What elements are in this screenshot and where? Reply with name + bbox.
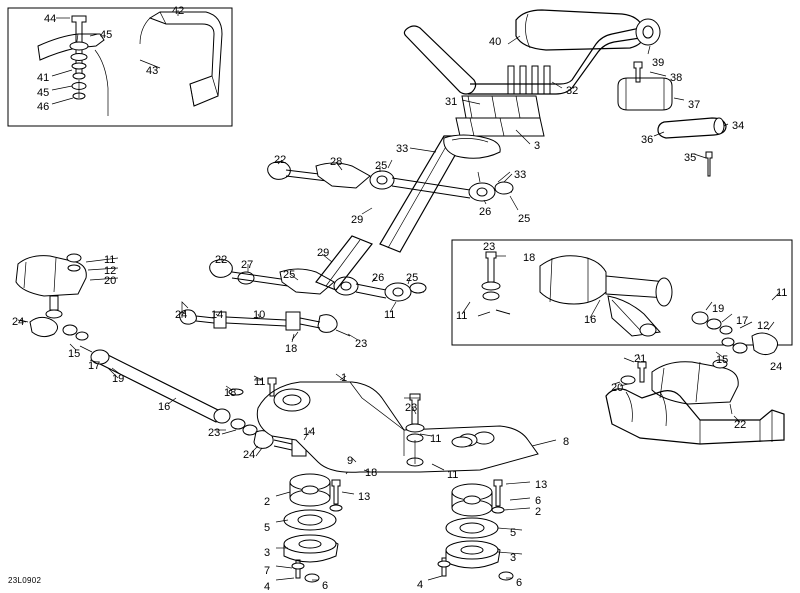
callout-2: 2 <box>264 496 271 508</box>
callout-9: 9 <box>347 455 354 467</box>
callout-19: 19 <box>112 373 125 385</box>
callout-37: 37 <box>688 99 701 111</box>
callout-28: 28 <box>330 156 343 168</box>
callout-6: 6 <box>322 580 329 592</box>
callout-15: 15 <box>716 354 729 366</box>
callout-1: 1 <box>341 372 348 384</box>
callout-39: 39 <box>652 57 665 69</box>
callout-6: 6 <box>516 577 523 589</box>
callout-2: 2 <box>535 506 542 518</box>
callout-25: 25 <box>518 213 531 225</box>
callout-12: 12 <box>104 265 117 277</box>
callout-40: 40 <box>489 36 502 48</box>
callout-18: 18 <box>365 467 378 479</box>
callout-42: 42 <box>172 5 185 17</box>
callout-36: 36 <box>641 134 654 146</box>
callout-16: 16 <box>584 314 597 326</box>
callout-25: 25 <box>375 160 388 172</box>
callout-14: 14 <box>211 309 224 321</box>
callout-31: 31 <box>445 96 458 108</box>
callout-11: 11 <box>430 433 442 445</box>
callout-45: 45 <box>37 87 50 99</box>
callout-5: 5 <box>264 522 271 534</box>
callout-26: 26 <box>479 206 492 218</box>
callout-23: 23 <box>405 402 418 414</box>
callout-33: 33 <box>396 143 409 155</box>
callout-24: 24 <box>12 316 25 328</box>
callout-11: 11 <box>447 469 459 481</box>
callout-4: 4 <box>264 581 271 593</box>
callout-44: 44 <box>44 13 57 25</box>
callout-7: 7 <box>264 565 271 577</box>
callout-35: 35 <box>684 152 697 164</box>
callout-24: 24 <box>770 361 783 373</box>
callout-3: 3 <box>534 140 541 152</box>
callout-10: 10 <box>253 309 266 321</box>
callout-23: 23 <box>208 427 221 439</box>
callout-14: 14 <box>303 426 316 438</box>
callout-27: 27 <box>241 259 254 271</box>
callout-18: 18 <box>285 343 298 355</box>
callout-3: 3 <box>510 552 517 564</box>
callout-46: 46 <box>37 101 50 113</box>
diagram-caption: 23L0902 <box>8 576 42 585</box>
callout-29: 29 <box>351 214 364 226</box>
callout-11: 11 <box>254 376 266 388</box>
callout-23: 23 <box>483 241 496 253</box>
callout-20: 20 <box>104 275 117 287</box>
callout-29: 29 <box>317 247 330 259</box>
callout-24: 24 <box>243 449 256 461</box>
callout-38: 38 <box>670 72 683 84</box>
callout-32: 32 <box>566 85 579 97</box>
callout-45: 45 <box>100 29 113 41</box>
callout-25: 25 <box>406 272 419 284</box>
callout-17: 17 <box>88 360 101 372</box>
callout-11: 11 <box>104 254 116 266</box>
callout-19: 19 <box>712 303 725 315</box>
callout-25: 25 <box>283 269 296 281</box>
callout-13: 13 <box>535 479 548 491</box>
callout-26: 26 <box>372 272 385 284</box>
callout-24: 24 <box>175 309 188 321</box>
callout-34: 34 <box>732 120 745 132</box>
callout-8: 8 <box>563 436 570 448</box>
callout-13: 13 <box>358 491 371 503</box>
callout-22: 22 <box>215 254 228 266</box>
callout-22: 22 <box>274 154 287 166</box>
callout-33: 33 <box>514 169 527 181</box>
callout-15: 15 <box>68 348 81 360</box>
callout-21: 21 <box>634 353 647 365</box>
callout-20: 20 <box>611 382 624 394</box>
callout-41: 41 <box>37 72 50 84</box>
callout-18: 18 <box>224 387 237 399</box>
callout-16: 16 <box>158 401 171 413</box>
callout-11: 11 <box>384 309 396 321</box>
callout-17: 17 <box>736 315 749 327</box>
callout-23: 23 <box>355 338 368 350</box>
callout-12: 12 <box>757 320 770 332</box>
callout-18: 18 <box>523 252 536 264</box>
callout-5: 5 <box>510 527 517 539</box>
callout-43: 43 <box>146 65 159 77</box>
callout-4: 4 <box>417 579 424 591</box>
callout-11: 11 <box>776 287 788 299</box>
callout-6: 6 <box>535 495 542 507</box>
callout-3: 3 <box>264 547 271 559</box>
callout-11: 11 <box>456 310 468 322</box>
callout-22: 22 <box>734 419 747 431</box>
